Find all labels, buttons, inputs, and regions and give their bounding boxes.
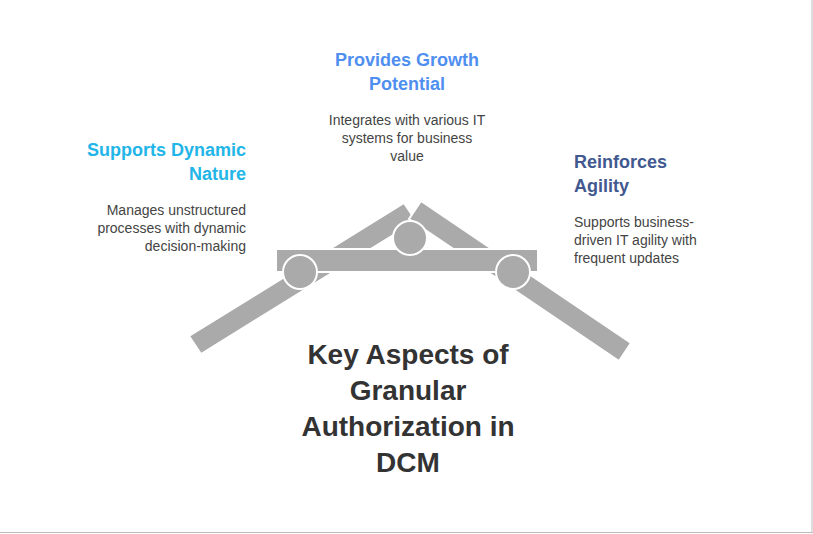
aspect-description: Supports business- driven IT agility wit… <box>574 213 722 267</box>
aspect-item: Supports Dynamic NatureManages unstructu… <box>78 138 246 255</box>
aspect-description: Integrates with various IT systems for b… <box>325 111 489 165</box>
pivot-joint <box>393 221 427 255</box>
pivot-joint <box>283 255 317 289</box>
frame-edge <box>812 0 813 533</box>
aspect-heading: Provides Growth Potential <box>325 48 489 96</box>
frame-edge <box>0 532 813 533</box>
aspect-item: Reinforces AgilitySupports business- dri… <box>574 150 722 267</box>
aspect-heading: Reinforces Agility <box>574 150 722 198</box>
diagram-title: Key Aspects of Granular Authorization in… <box>288 337 528 481</box>
aspect-description: Manages unstructured processes with dyna… <box>78 201 246 255</box>
aspect-heading: Supports Dynamic Nature <box>78 138 246 186</box>
pivot-joint <box>496 255 530 289</box>
aspect-item: Provides Growth PotentialIntegrates with… <box>325 48 489 165</box>
